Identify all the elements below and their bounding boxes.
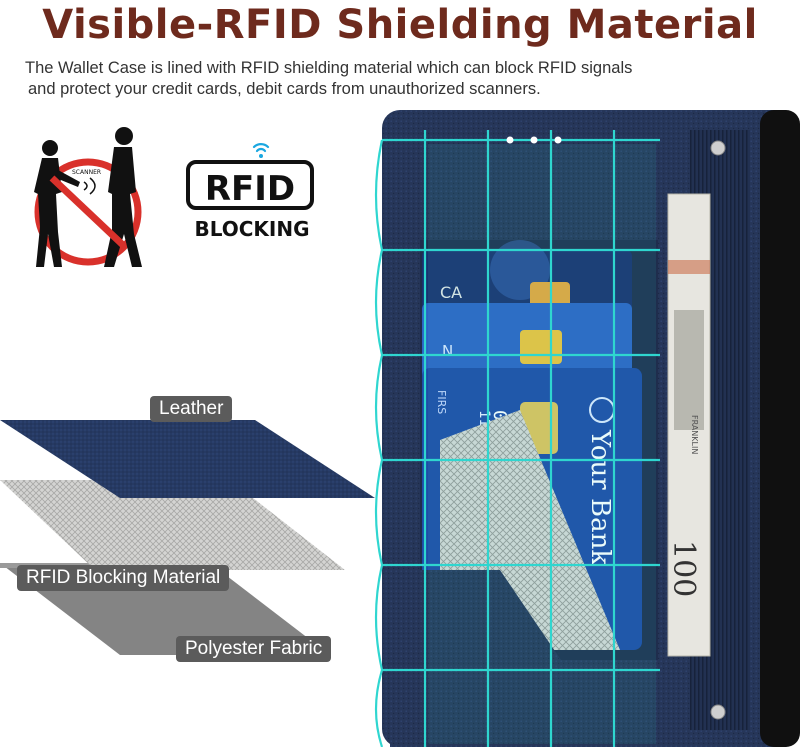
signal-wave-icon <box>83 177 96 195</box>
banknote-value: 100 <box>666 540 701 597</box>
snap-button-bottom <box>710 704 726 720</box>
wallet-pocket <box>390 570 620 747</box>
page-title: Visible-RFID Shielding Material <box>42 2 758 48</box>
bank-name: Your Bank <box>585 429 615 565</box>
card-top-prefix: CA <box>440 283 462 302</box>
no-scanning-ban-icon: SCANNER <box>34 127 142 267</box>
leather-label: Leather <box>150 396 233 422</box>
scanner-label: SCANNER <box>72 169 101 176</box>
thief-figure-icon <box>34 140 80 267</box>
description: The Wallet Case is lined with RFID shiel… <box>25 58 725 100</box>
polyester-label: Polyester Fabric <box>176 636 332 662</box>
card-front-prefix: FIRS <box>435 390 448 414</box>
rfid-mesh-layer <box>0 480 345 570</box>
rfid-blocking-badge: RFID BLOCKING <box>186 143 314 241</box>
description-line-2: and protect your credit cards, debit car… <box>28 80 541 98</box>
leather-layer <box>0 420 375 498</box>
description-line-1: The Wallet Case is lined with RFID shiel… <box>25 59 633 77</box>
phone-edge <box>760 110 800 747</box>
ban-slash <box>49 175 127 249</box>
blocking-text: BLOCKING <box>194 217 309 241</box>
card-middle-prefix: N <box>442 342 453 360</box>
banknote-signature: FRANKLIN <box>690 415 699 454</box>
material-layers-diagram <box>0 420 375 655</box>
rfid-frame <box>186 160 314 210</box>
ban-circle <box>34 158 142 266</box>
wifi-signal-icon <box>252 143 270 153</box>
rfid-text: RFID <box>205 169 295 209</box>
snap-button-top <box>710 140 726 156</box>
wallet-case-photo: FRANKLIN 100 CA N 1122 0012 002 FIRS You… <box>374 110 800 747</box>
rfid-shield-grid <box>374 130 660 747</box>
rfid-material-label: RFID Blocking Material <box>17 565 230 591</box>
banknote: FRANKLIN 100 <box>666 193 711 657</box>
